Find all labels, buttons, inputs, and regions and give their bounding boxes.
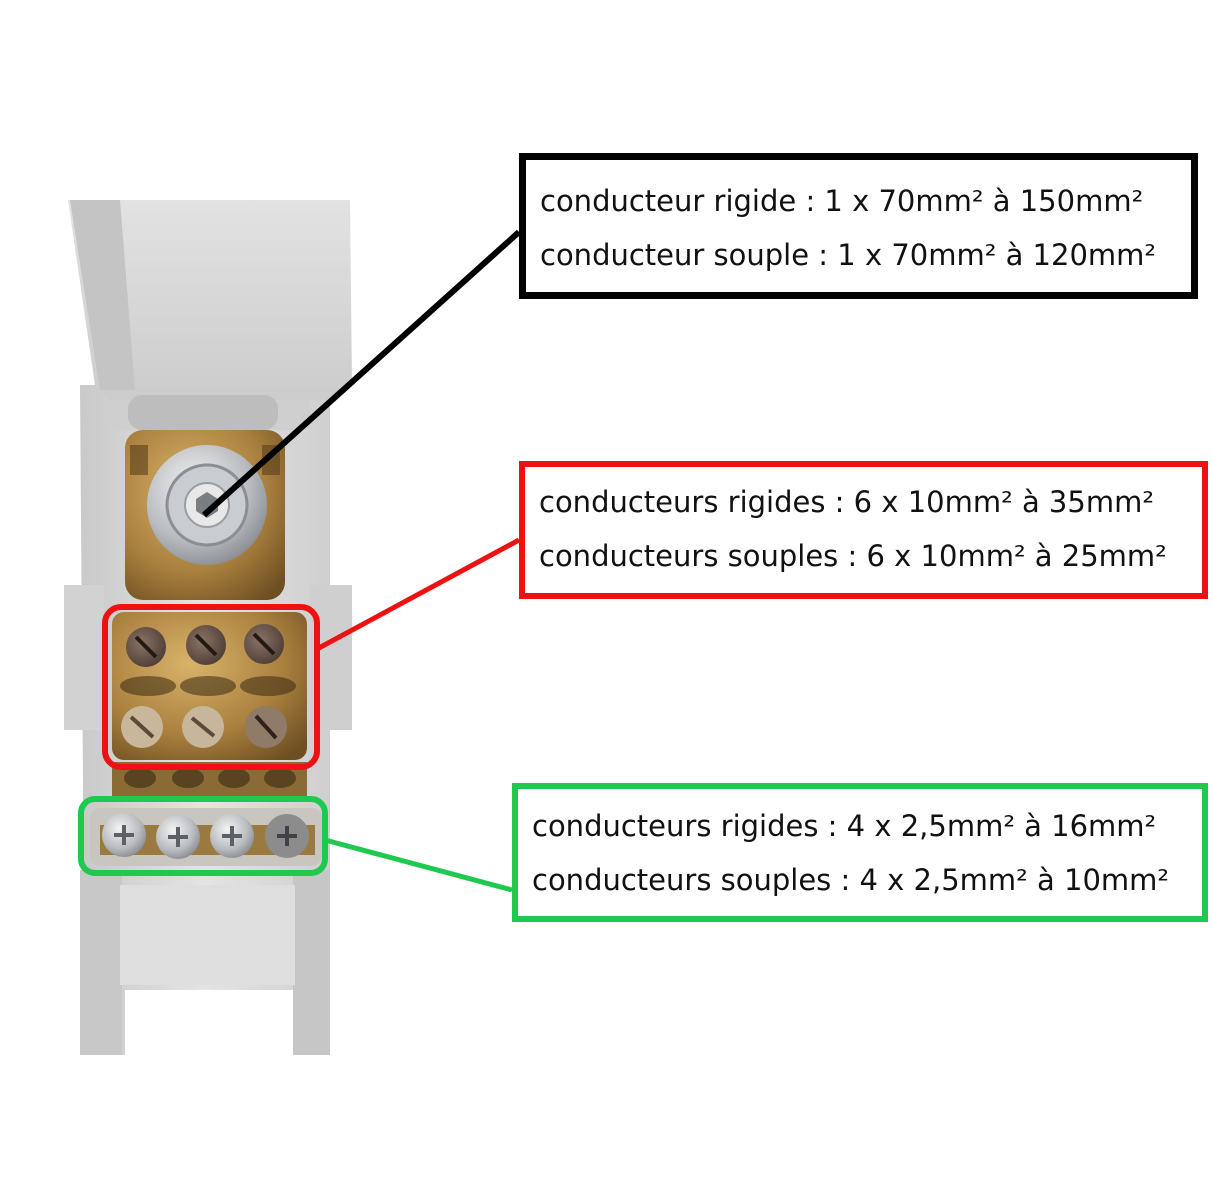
slotted-screw-icon <box>121 706 163 748</box>
middle-terminal-callout: conducteurs rigides : 6 x 10mm² à 35mm² … <box>519 461 1208 599</box>
slotted-screw-icon <box>186 625 226 665</box>
callout-line: conducteur rigide : 1 x 70mm² à 150mm² <box>540 184 1144 218</box>
callout-line: conducteurs rigides : 4 x 2,5mm² à 16mm² <box>532 809 1157 843</box>
pozidriv-screw-icon <box>265 814 309 858</box>
lower-terminal-bar <box>90 808 322 866</box>
lower-terminal-highlight <box>78 796 328 876</box>
lower-terminal-callout: conducteurs rigides : 4 x 2,5mm² à 16mm²… <box>512 783 1208 922</box>
callout-line: conducteurs souples : 6 x 10mm² à 25mm² <box>539 539 1167 573</box>
pozidriv-screw-icon <box>102 813 146 857</box>
main-terminal-callout: conducteur rigide : 1 x 70mm² à 150mm² c… <box>519 153 1198 299</box>
middle-terminal-block <box>112 612 307 802</box>
slotted-screw-icon <box>245 706 287 748</box>
pozidriv-screw-icon <box>156 815 200 859</box>
slotted-screw-icon <box>182 706 224 748</box>
lower-callout-leader <box>324 837 513 893</box>
middle-terminal-highlight <box>102 604 320 770</box>
slotted-screw-icon <box>244 624 284 664</box>
slotted-screw-icon <box>126 627 166 667</box>
pozidriv-screw-icon <box>210 814 254 858</box>
middle-callout-leader <box>315 537 521 652</box>
hinged-lid <box>68 200 352 430</box>
callout-line: conducteurs rigides : 6 x 10mm² à 35mm² <box>539 485 1154 519</box>
callout-line: conducteur souple : 1 x 70mm² à 120mm² <box>540 238 1157 272</box>
main-callout-leader <box>201 229 522 518</box>
callout-line: conducteurs souples : 4 x 2,5mm² à 10mm² <box>532 863 1170 897</box>
